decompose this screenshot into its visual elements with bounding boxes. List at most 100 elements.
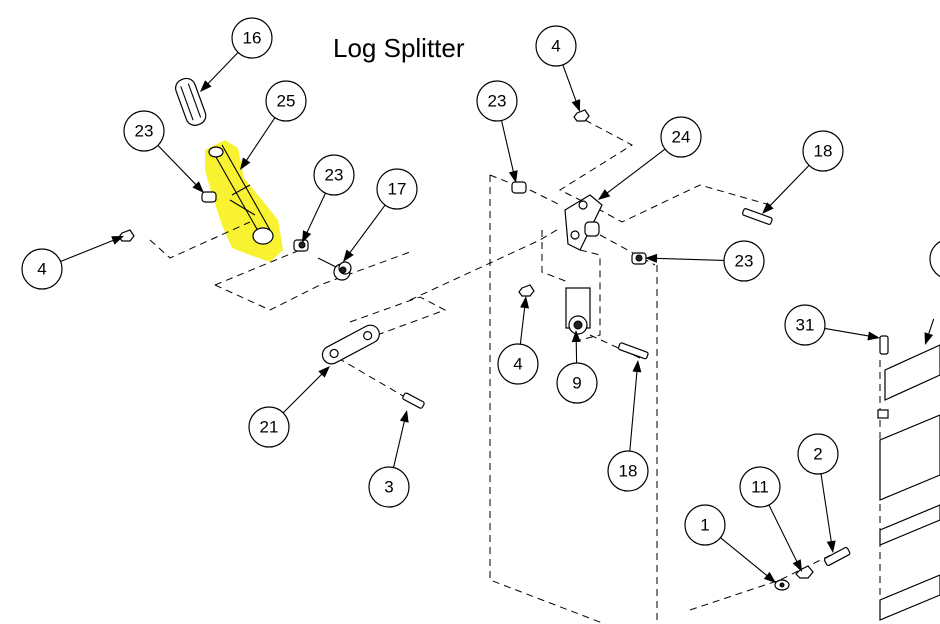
callout-17: 17 bbox=[376, 168, 418, 210]
callout-2: 2 bbox=[797, 433, 839, 475]
leader-arrowhead bbox=[762, 202, 774, 214]
callout-leaders bbox=[60, 52, 935, 583]
part-4-nut bbox=[518, 284, 535, 297]
leader-arrowhead bbox=[520, 296, 530, 309]
leader-line bbox=[242, 117, 276, 166]
diagram-title: Log Splitter bbox=[333, 33, 465, 63]
callout-4: 4 bbox=[21, 248, 63, 290]
leader-line bbox=[60, 237, 119, 263]
callout-31: 31 bbox=[784, 304, 826, 346]
leader-arrowhead bbox=[571, 99, 581, 112]
leader-line bbox=[602, 148, 666, 197]
part-17-spring bbox=[317, 257, 352, 281]
leader-line bbox=[562, 64, 579, 107]
leader-line bbox=[650, 257, 725, 261]
callout-1: 1 bbox=[684, 504, 726, 546]
callout-18: 18 bbox=[607, 450, 649, 492]
part-21-link bbox=[321, 324, 380, 365]
svg-text:4: 4 bbox=[551, 37, 560, 56]
leader-arrowhead bbox=[598, 189, 611, 200]
leader-line bbox=[768, 504, 800, 567]
part-2-bolt bbox=[823, 546, 851, 566]
svg-text:24: 24 bbox=[672, 128, 691, 147]
leader-arrowhead bbox=[645, 253, 658, 263]
svg-text:25: 25 bbox=[277, 92, 296, 111]
leader-arrowhead bbox=[192, 181, 204, 193]
part-25-lever bbox=[208, 144, 274, 245]
leader-arrowhead bbox=[792, 559, 802, 572]
part-11-nut bbox=[795, 565, 814, 579]
part-4-nut bbox=[573, 109, 590, 122]
leader-arrowhead bbox=[200, 80, 212, 92]
leader-arrowhead bbox=[924, 332, 934, 345]
leader-line bbox=[765, 164, 810, 211]
callout-balloons: 16 25 23 23 17 4 21 3 4 23 24 18 23 4 9 … bbox=[21, 17, 940, 546]
part-18-pin bbox=[742, 208, 773, 225]
svg-text:17: 17 bbox=[388, 180, 407, 199]
leader-line bbox=[304, 192, 326, 238]
part-24-bracket bbox=[564, 194, 603, 251]
leader-line bbox=[346, 204, 386, 258]
callout-23: 23 bbox=[313, 154, 355, 196]
svg-text:16: 16 bbox=[243, 29, 262, 48]
callout-9: 9 bbox=[556, 362, 598, 404]
leader-arrowhead bbox=[508, 170, 518, 183]
svg-text:9: 9 bbox=[572, 374, 581, 393]
svg-text:23: 23 bbox=[488, 92, 507, 111]
leader-line bbox=[203, 52, 239, 89]
callout-24: 24 bbox=[660, 116, 702, 158]
callout-4: 4 bbox=[497, 343, 539, 385]
leader-arrowhead bbox=[343, 249, 354, 262]
part-23-bushing bbox=[631, 252, 647, 265]
part-3-pin bbox=[402, 392, 425, 409]
leader-line bbox=[282, 369, 327, 414]
part-16-grip bbox=[175, 77, 207, 126]
leader-line bbox=[157, 144, 201, 190]
svg-text:23: 23 bbox=[735, 252, 754, 271]
leader-line bbox=[500, 120, 516, 178]
part-31-screw bbox=[879, 335, 889, 355]
callout-partial bbox=[929, 240, 940, 278]
svg-text:4: 4 bbox=[37, 260, 46, 279]
leader-arrowhead bbox=[867, 331, 880, 341]
callout-23: 23 bbox=[123, 110, 165, 152]
parts bbox=[118, 77, 940, 621]
callout-18: 18 bbox=[802, 130, 844, 172]
callout-11: 11 bbox=[739, 466, 781, 508]
frame-assembly bbox=[877, 344, 940, 621]
part-4-nut bbox=[118, 229, 135, 242]
svg-text:1: 1 bbox=[700, 516, 709, 535]
svg-text:11: 11 bbox=[751, 478, 769, 497]
part-18-pin bbox=[617, 342, 649, 360]
leader-line bbox=[720, 537, 772, 580]
part-9-roller bbox=[565, 287, 591, 335]
callout-25: 25 bbox=[265, 80, 307, 122]
leader-arrowhead bbox=[632, 360, 642, 373]
part-23-bushing bbox=[201, 191, 217, 203]
leader-arrowhead bbox=[571, 330, 581, 343]
svg-text:31: 31 bbox=[796, 316, 815, 335]
leader-line bbox=[824, 327, 875, 338]
leader-arrowhead bbox=[318, 366, 330, 378]
svg-text:18: 18 bbox=[814, 142, 833, 161]
callout-3: 3 bbox=[368, 466, 410, 508]
leader-line bbox=[820, 473, 833, 548]
leader-line bbox=[519, 301, 526, 345]
part-1-washer bbox=[774, 579, 790, 591]
leader-arrowhead bbox=[302, 230, 312, 243]
leader-arrowhead bbox=[399, 410, 409, 423]
leader-arrowhead bbox=[240, 157, 251, 170]
svg-text:3: 3 bbox=[384, 478, 393, 497]
svg-text:21: 21 bbox=[260, 418, 279, 437]
leader-arrowhead bbox=[826, 540, 836, 553]
leader-arrowhead bbox=[111, 236, 124, 245]
part-23-bushing bbox=[293, 239, 309, 252]
svg-text:23: 23 bbox=[325, 166, 344, 185]
callout-4: 4 bbox=[535, 25, 577, 67]
leader-line bbox=[629, 365, 639, 452]
callout-23: 23 bbox=[476, 80, 518, 122]
svg-text:18: 18 bbox=[619, 462, 638, 481]
callout-23: 23 bbox=[723, 240, 765, 282]
leader-line bbox=[393, 415, 407, 468]
